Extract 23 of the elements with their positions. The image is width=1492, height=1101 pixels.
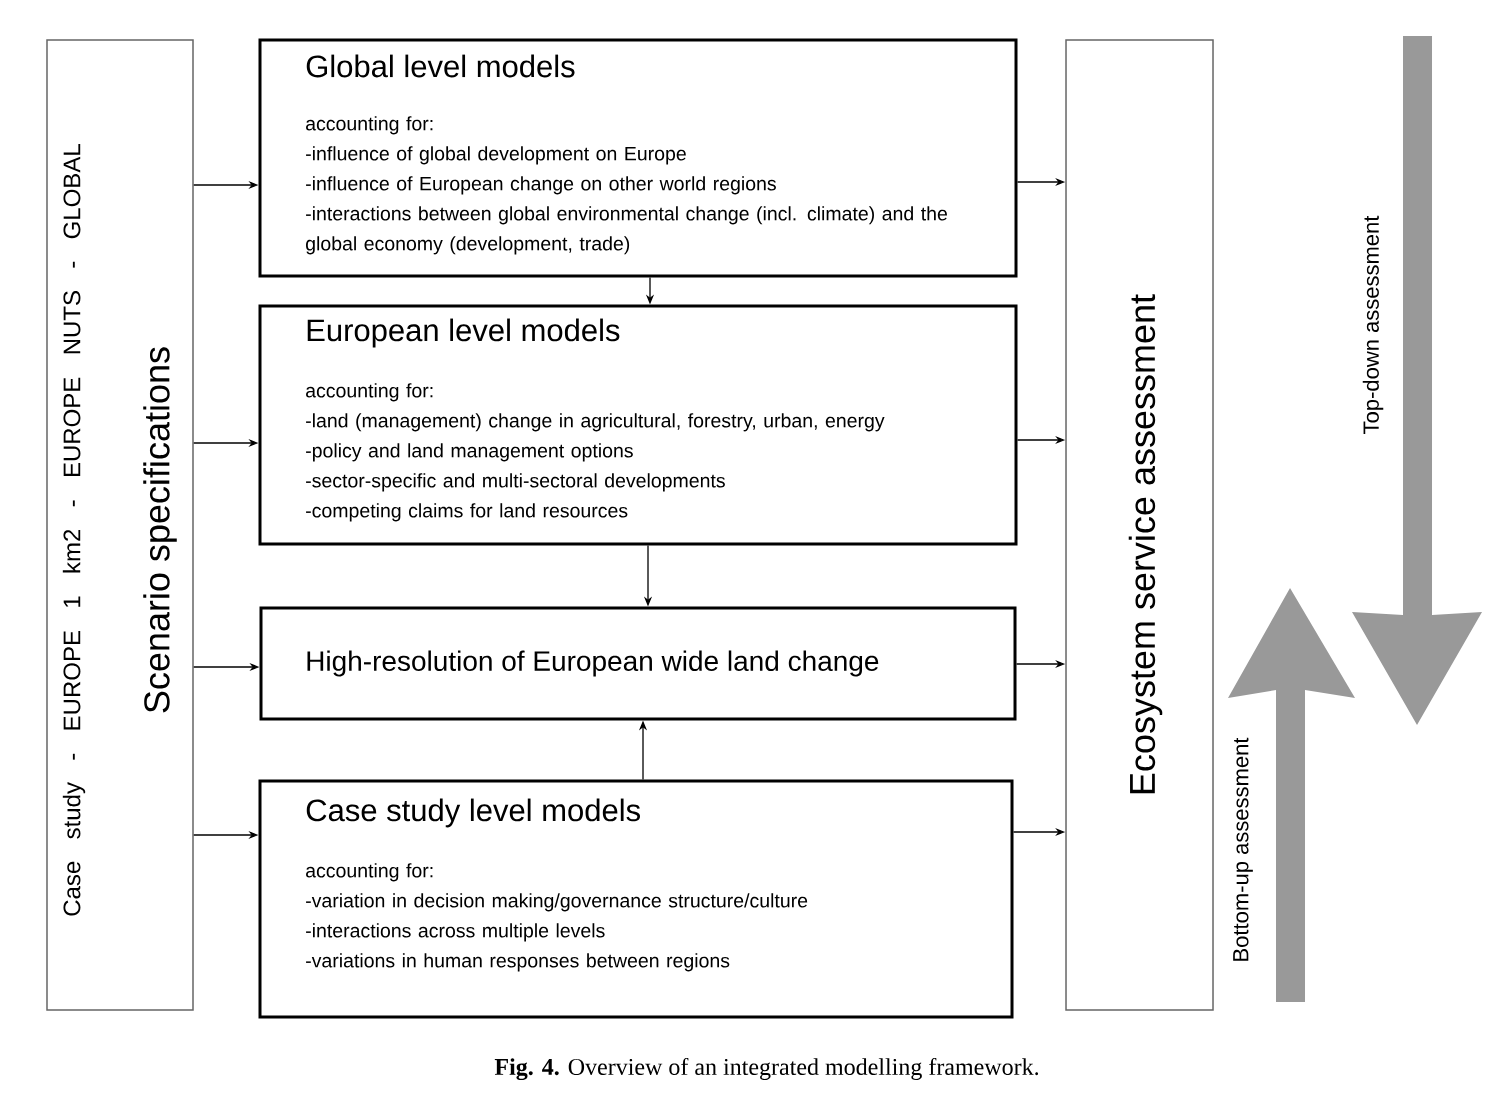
arrow-label: Top-down assessment [1362,215,1384,434]
arrow-label: Bottom-up assessment [1233,737,1253,961]
intro-text: accounting for: [306,383,433,402]
list-item: -interactions between global environmental change (incl. climate) and the global economy (development, trade) [306,206,947,255]
list-item: -variation in decision making/governance structure/culture [306,893,808,912]
list-item: -competing claims for land resources [306,503,628,522]
intro-text: accounting for: [306,116,433,135]
list-item: -influence of European change on other world regions [306,176,776,195]
list-item: -influence of global development on Europe [306,146,686,165]
list-item: -interactions across multiple levels [306,923,605,942]
box-heading: Scenario specifications [143,347,177,713]
box-title: Case study level models [306,798,640,828]
box-heading: Ecosystem service assessment [1128,294,1163,794]
scale-label: Case study - EUROPE 1 km2 - EUROPE NUTS - GLOBAL [62,144,86,916]
list-item: -sector-specific and multi-sectoral developments [306,473,725,492]
intro-text: accounting for: [306,863,433,882]
list-item: -land (management) change in agricultural, forestry, urban, energy [306,413,885,432]
box-title: High-resolution of European wide land change [307,650,879,677]
caption: Fig. 4. Overview of an integrated modelling framework. [494,1057,1039,1081]
list-item: -policy and land management options [306,443,633,462]
list-item: -variations in human responses between regions [306,953,730,972]
box-title: European level models [307,318,620,348]
box-title: Global level models [306,54,575,78]
